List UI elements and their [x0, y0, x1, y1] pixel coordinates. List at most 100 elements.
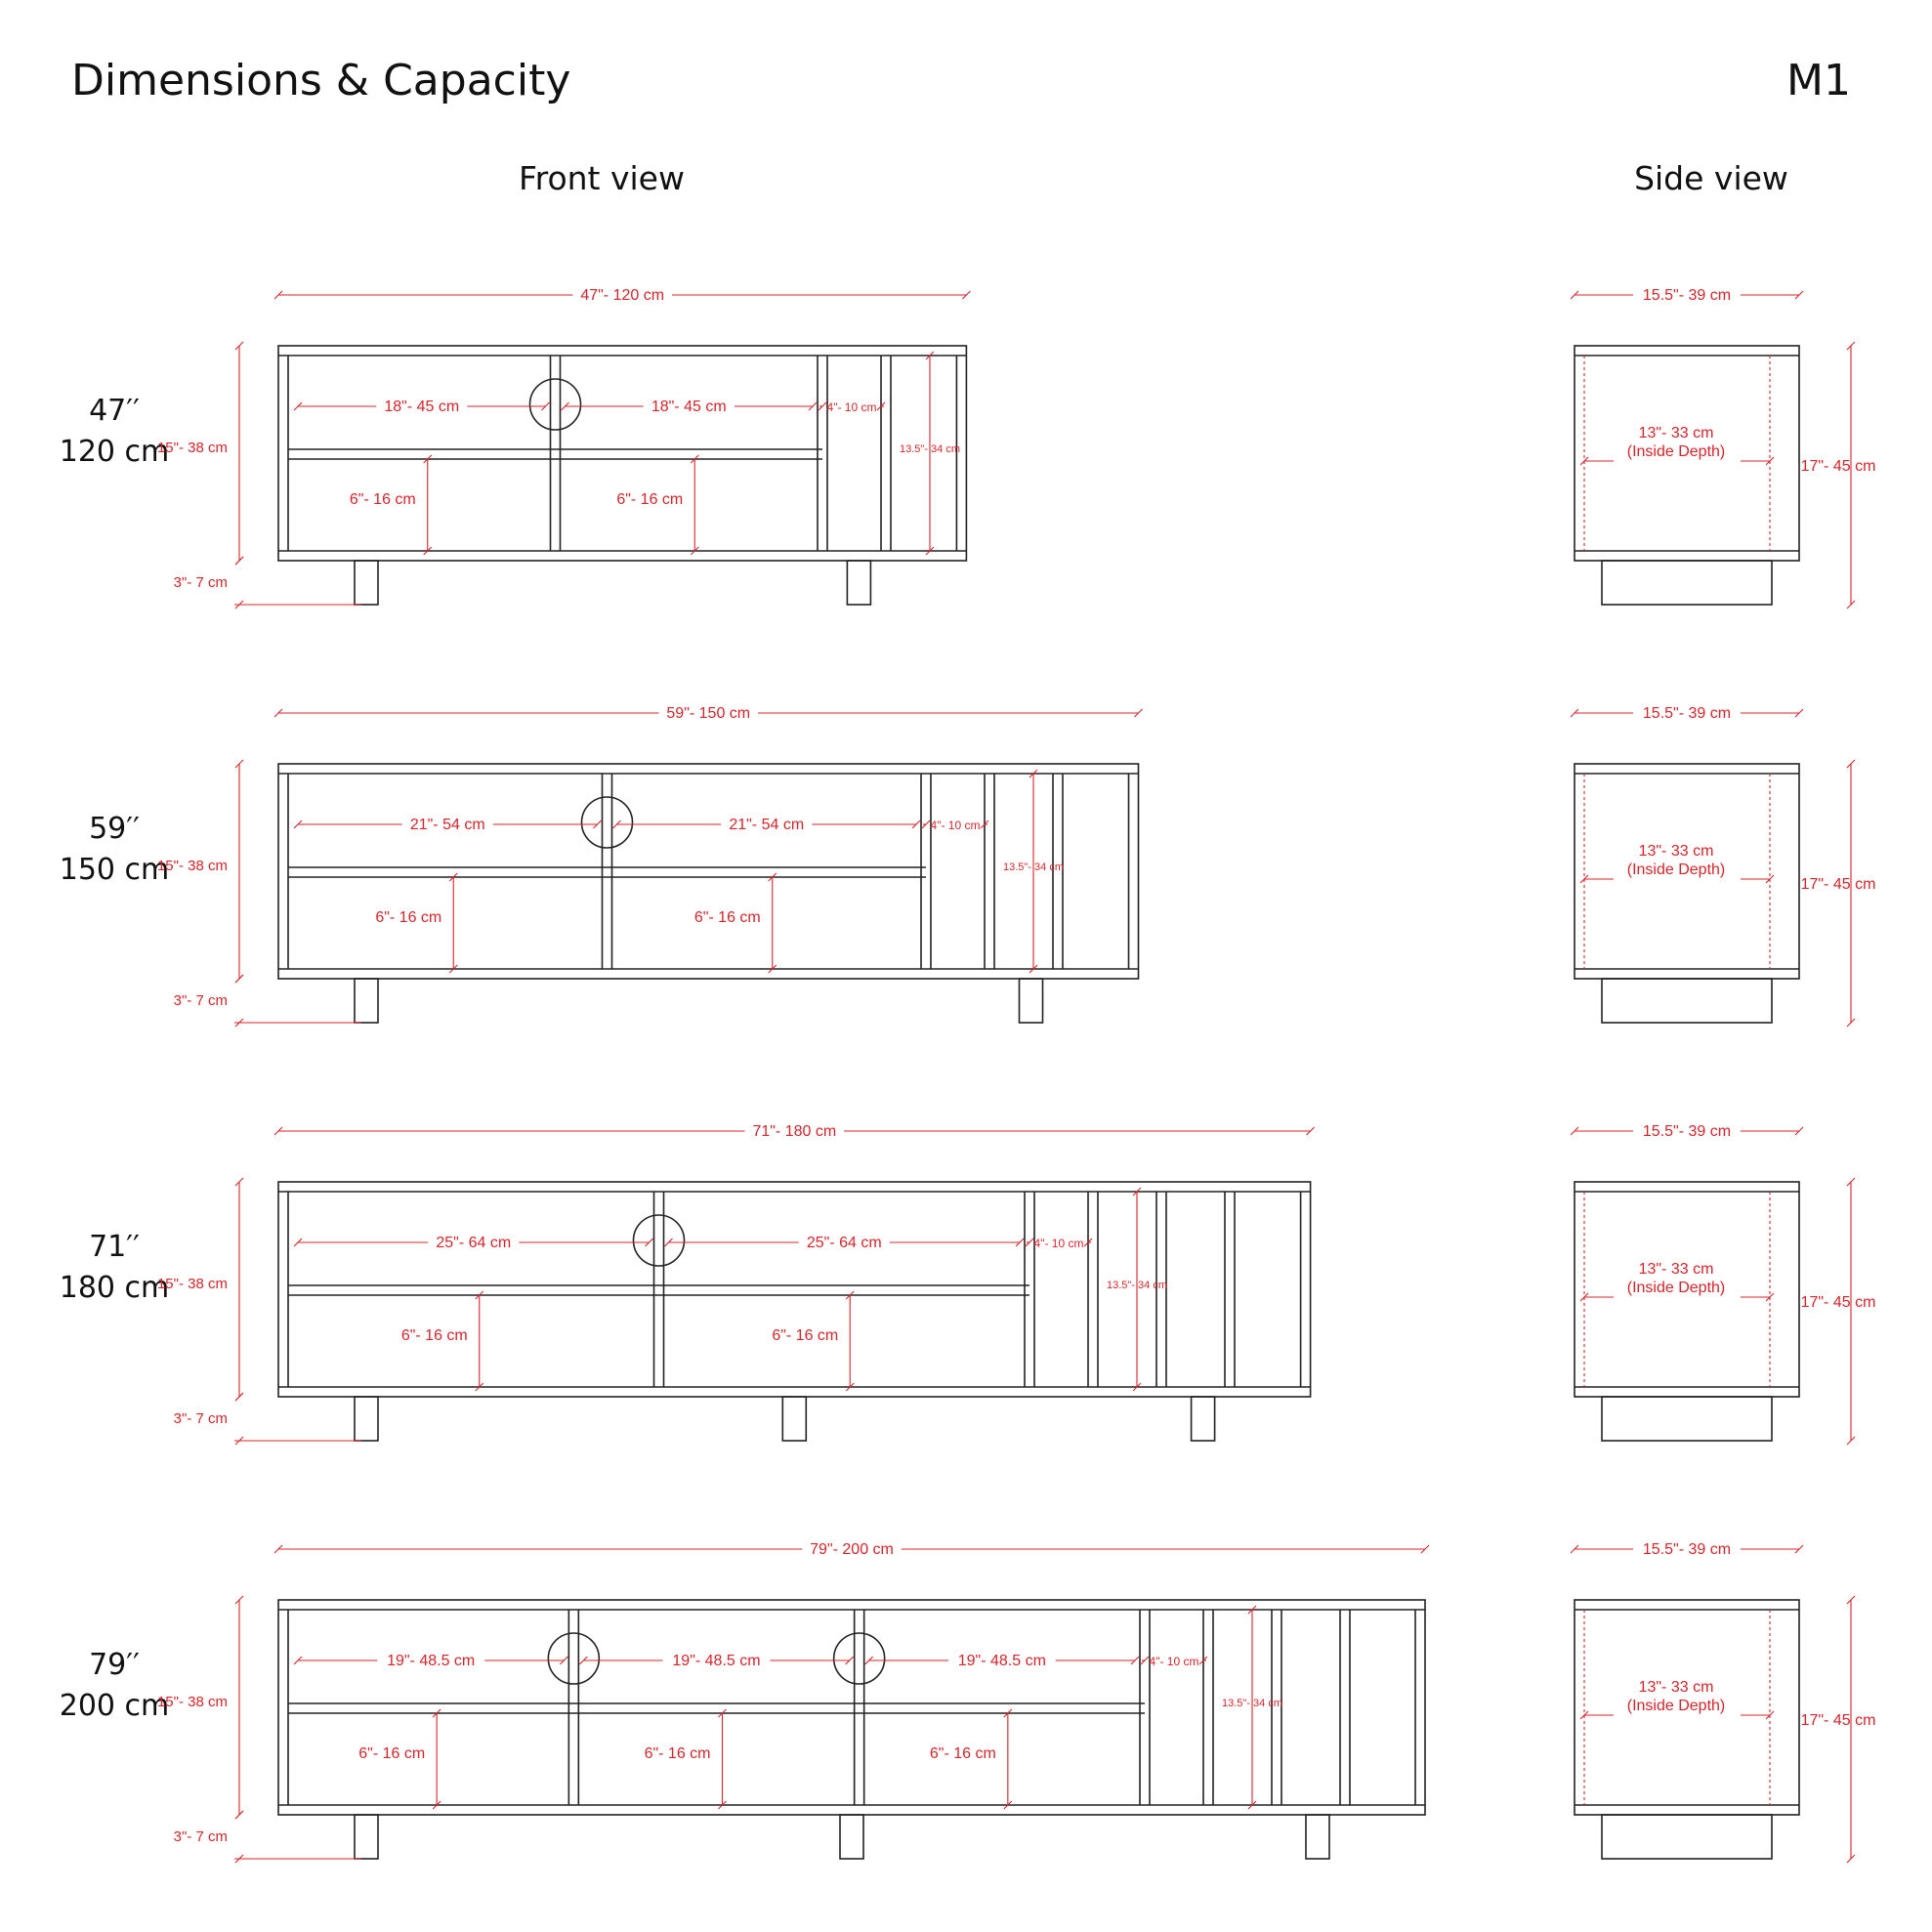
dimension-tick — [559, 1656, 568, 1665]
dimension-label: 19"- 48.5 cm — [387, 1653, 475, 1669]
inside-depth-label: 13"- 33 cm — [1639, 425, 1714, 441]
dimension-tick — [273, 1544, 283, 1554]
dimension-tick — [234, 600, 244, 609]
height-label: 15"- 38 cm — [157, 1276, 228, 1292]
dimension-tick — [1570, 290, 1579, 300]
dimension-tick — [475, 1382, 484, 1392]
dimension-tick — [690, 454, 699, 464]
dimension-tick — [1306, 1126, 1315, 1136]
side-view-label: Side view — [1634, 159, 1788, 197]
compartment-height-label: 6"- 16 cm — [645, 1745, 711, 1762]
size-label-cm: 180 cm — [60, 1271, 170, 1305]
leg — [846, 560, 872, 606]
dimension-tick — [293, 1238, 303, 1247]
dimension-tick — [962, 290, 971, 300]
compartment-height-label: 6"- 16 cm — [930, 1745, 996, 1762]
dimension-tick — [768, 964, 777, 974]
dimension-tick — [1579, 456, 1589, 466]
dimension-tick — [808, 401, 818, 411]
dimension-tick — [1132, 1382, 1142, 1392]
dimension-tick — [1003, 1800, 1013, 1810]
dimension-tick — [423, 546, 433, 556]
dimension-tick — [818, 401, 827, 411]
compartment-height-label: 6"- 16 cm — [616, 491, 683, 508]
front-view-label: Front view — [519, 159, 685, 197]
dimension-tick — [1579, 1710, 1589, 1720]
slot-height-label: 13.5"- 34 cm — [1003, 861, 1064, 873]
side-view-drawing — [1574, 345, 1800, 606]
front-view-drawing — [277, 345, 968, 606]
dimension-tick — [1029, 769, 1038, 778]
dimension-tick — [864, 1656, 874, 1665]
dimension-tick — [612, 819, 621, 829]
dimension-tick — [273, 1126, 283, 1136]
dimension-tick — [1130, 1656, 1140, 1665]
cabinet-outline — [277, 345, 968, 562]
dimension-tick — [432, 1800, 441, 1810]
cable-hole — [580, 796, 634, 849]
dimension-tick — [1846, 341, 1856, 351]
dimension-tick — [645, 1238, 653, 1247]
dimension-tick — [1846, 1018, 1856, 1028]
dimension-tick — [234, 1018, 244, 1028]
dimension-tick — [234, 1810, 244, 1820]
dimension-tick — [234, 1436, 244, 1446]
dimension-label: 15.5"- 39 cm — [1643, 1541, 1731, 1558]
dimension-tick — [1846, 600, 1856, 609]
dimension-tick — [1794, 708, 1804, 718]
cable-hole — [632, 1214, 686, 1267]
side-base — [1601, 560, 1773, 606]
dimension-tick — [234, 341, 244, 351]
dimension-tick — [1579, 1292, 1589, 1302]
dimension-tick — [1570, 1544, 1579, 1554]
dimension-tick — [1765, 1292, 1775, 1302]
dimension-label: 19"- 48.5 cm — [958, 1653, 1046, 1669]
size-label-inches: 47′′ — [89, 394, 140, 428]
slot-height-label: 13.5"- 34 cm — [900, 443, 960, 455]
dimension-label: 19"- 48.5 cm — [672, 1653, 760, 1669]
dimension-tick — [1015, 1238, 1025, 1247]
leg-height-label: 3"- 7 cm — [174, 992, 228, 1009]
dimension-label: 25"- 64 cm — [807, 1235, 882, 1251]
dimension-tick — [1134, 708, 1143, 718]
dimension-tick — [845, 1382, 855, 1392]
size-label-cm: 120 cm — [60, 435, 170, 469]
cable-hole — [528, 378, 582, 431]
dimension-tick — [1846, 1436, 1856, 1446]
size-label-inches: 79′′ — [89, 1648, 140, 1682]
inside-depth-label: 13"- 33 cm — [1639, 1679, 1714, 1696]
dimension-label: 59"- 150 cm — [666, 705, 750, 722]
dimension-tick — [768, 872, 777, 882]
leg — [1190, 1396, 1216, 1442]
dimension-tick — [448, 872, 458, 882]
side-view-drawing — [1574, 763, 1800, 1024]
dimension-tick — [423, 454, 433, 464]
dimension-tick — [1579, 874, 1589, 884]
dimension-label: 4"- 10 cm — [1150, 1655, 1199, 1668]
side-height-label: 17"- 45 cm — [1801, 458, 1876, 475]
height-label: 15"- 38 cm — [157, 440, 228, 456]
compartment-height-label: 6"- 16 cm — [694, 909, 761, 926]
slot-height-label: 13.5"- 34 cm — [1107, 1280, 1167, 1291]
dimension-tick — [1765, 1710, 1775, 1720]
dimension-label: 4"- 10 cm — [1034, 1237, 1084, 1250]
compartment-height-label: 6"- 16 cm — [350, 491, 416, 508]
dimension-tick — [1247, 1605, 1257, 1615]
cable-hole — [547, 1632, 601, 1685]
dimension-tick — [1003, 1708, 1013, 1718]
slot-height-label: 13.5"- 34 cm — [1222, 1698, 1282, 1709]
leg — [781, 1396, 808, 1442]
dimension-tick — [1140, 1656, 1150, 1665]
dimension-label: 15.5"- 39 cm — [1643, 1123, 1731, 1140]
dimension-tick — [1570, 708, 1579, 718]
dimension-tick — [718, 1708, 727, 1718]
dimension-tick — [1846, 1177, 1856, 1187]
